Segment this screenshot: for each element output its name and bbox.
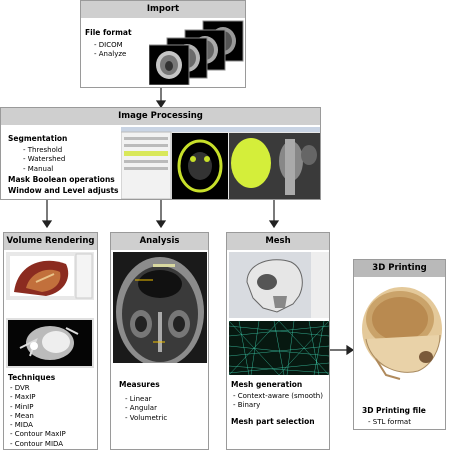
mesh-wireframe <box>229 321 329 375</box>
measures-list: - Linear - Angular - Volumetric <box>125 395 167 423</box>
volume-rendering-screenshot-1 <box>6 252 94 300</box>
list-item: - STL format <box>368 418 411 426</box>
image-processing-title: Image Processing <box>1 108 320 125</box>
window-level-label: Window and Level adjusts <box>8 186 119 195</box>
volume-rendering-title: Volume Rendering <box>4 233 97 250</box>
list-item: - Volumetric <box>125 413 168 422</box>
list-item: - DVR <box>10 384 30 392</box>
image-processing-box: Image Processing Segmentation - Threshol… <box>0 107 321 200</box>
file-format-heading: File format <box>85 28 132 37</box>
list-item: - DICOM <box>94 41 123 49</box>
analysis-title: Analysis <box>111 233 208 250</box>
3d-printing-file-list: - STL format <box>368 418 411 427</box>
volume-rendering-screenshot-2 <box>6 318 94 368</box>
list-item: - MaxIP <box>10 393 36 402</box>
import-box: Import File format - DICOM - Analyze <box>80 0 246 88</box>
file-format-list: - DICOM - Analyze <box>94 41 126 60</box>
mesh-generation-heading: Mesh generation <box>231 380 303 389</box>
list-item: - Contour MIDA <box>10 439 64 448</box>
list-item: - Linear <box>125 395 152 403</box>
volume-rendering-box: Volume Rendering Techniques - DVR - MaxI… <box>3 232 98 450</box>
mask-boolean-label: Mask Boolean operations <box>8 175 115 184</box>
segmentation-list: - Threshold - Watershed - Manual <box>23 146 65 174</box>
list-item: - Contour MaxIP <box>10 430 66 439</box>
techniques-heading: Techniques <box>8 373 56 382</box>
list-item: - Context-aware (smooth) <box>233 392 323 400</box>
list-item: - Threshold <box>23 146 63 154</box>
mesh-title: Mesh <box>227 233 329 250</box>
measures-heading: Measures <box>119 380 160 389</box>
mesh-box: Mesh Mesh generation - Context- <box>226 232 330 450</box>
3d-printing-file-heading: 3D Printing file <box>362 406 426 415</box>
analysis-box: Analysis Measures - Linear - Angular - V… <box>110 232 209 450</box>
segmentation-heading: Segmentation <box>8 134 68 143</box>
list-item: - Angular <box>125 404 157 413</box>
list-item: - Manual <box>23 164 54 173</box>
skull-mesh-render <box>229 252 329 318</box>
segmentation-screenshot <box>121 127 320 199</box>
printed-skull-photo <box>356 279 444 389</box>
analysis-ct-image <box>113 252 207 363</box>
list-item: - Binary <box>233 401 261 410</box>
dicom-slices-image <box>149 19 245 85</box>
mesh-part-selection-label: Mesh part selection <box>231 417 315 426</box>
3d-printing-box: 3D Printing 3D Printing file - STL forma… <box>353 259 446 430</box>
list-item: - MIDA <box>10 421 33 430</box>
mesh-generation-list: - Context-aware (smooth) - Binary <box>233 392 323 411</box>
list-item: - Mean <box>10 411 34 420</box>
list-item: - Analyze <box>94 50 127 59</box>
import-title: Import <box>81 1 245 18</box>
3d-printing-title: 3D Printing <box>354 260 445 277</box>
techniques-list: - DVR - MaxIP - MinIP - Mean - MIDA - Co… <box>10 384 66 449</box>
list-item: - MinIP <box>10 402 34 411</box>
list-item: - Watershed <box>23 155 66 164</box>
